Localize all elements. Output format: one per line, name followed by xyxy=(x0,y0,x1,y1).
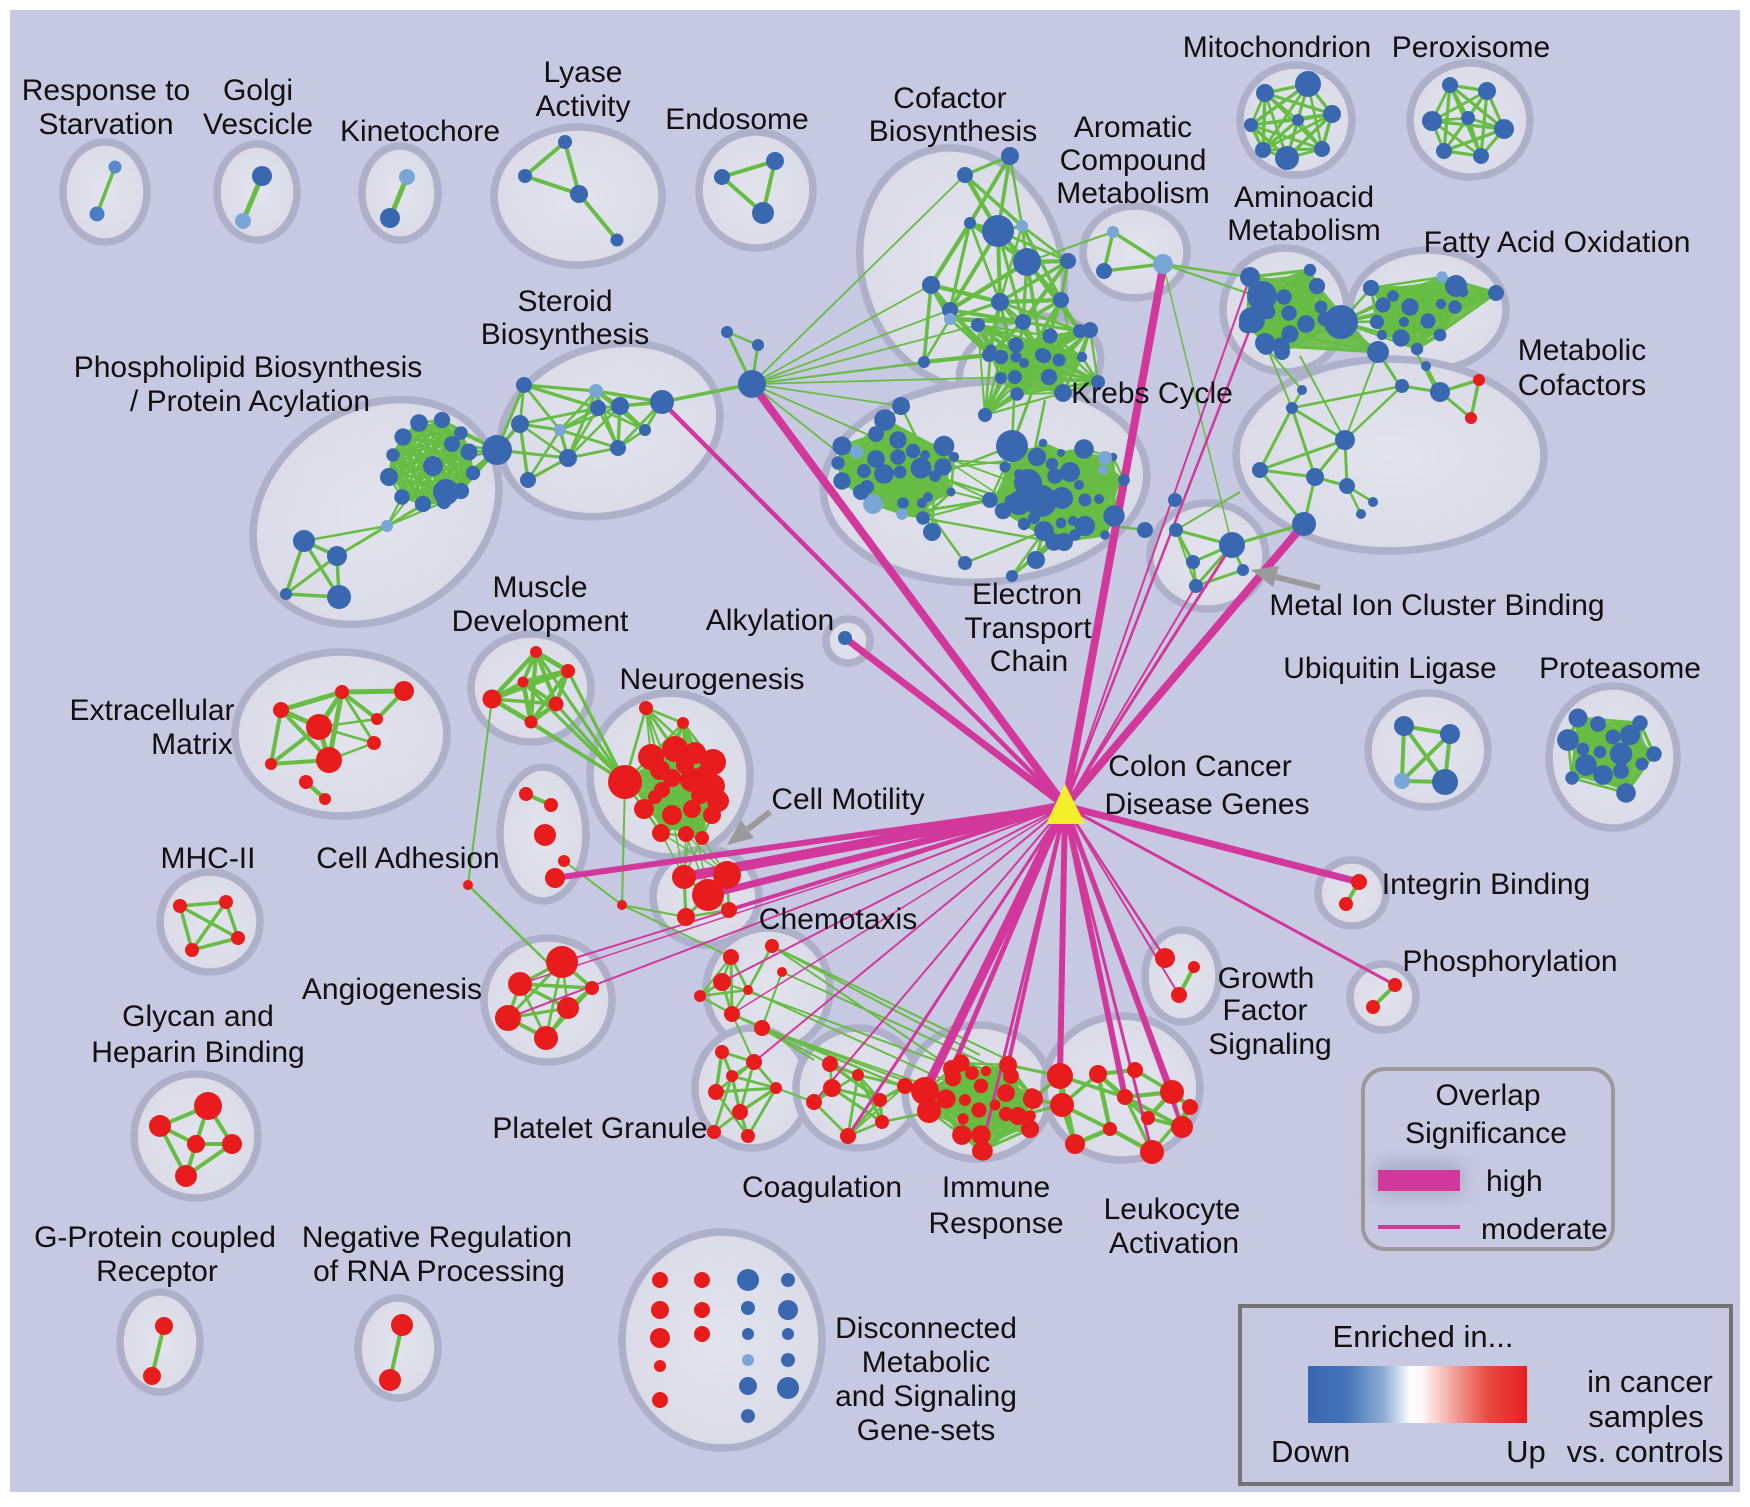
svg-text:Metabolic: Metabolic xyxy=(1518,334,1646,367)
svg-text:Glycan and: Glycan and xyxy=(122,1000,274,1033)
svg-text:Biosynthesis: Biosynthesis xyxy=(481,318,649,351)
svg-text:Development: Development xyxy=(452,605,629,638)
svg-text:Cofactors: Cofactors xyxy=(1518,369,1646,402)
svg-text:Down: Down xyxy=(1271,1434,1350,1469)
svg-text:Peroxisome: Peroxisome xyxy=(1392,31,1550,64)
svg-text:high: high xyxy=(1486,1165,1543,1198)
svg-text:Disconnected: Disconnected xyxy=(835,1312,1017,1345)
svg-text:Response to: Response to xyxy=(22,74,190,107)
svg-text:Leukocyte: Leukocyte xyxy=(1104,1193,1241,1226)
svg-text:in cancer: in cancer xyxy=(1587,1364,1713,1399)
svg-text:Gene-sets: Gene-sets xyxy=(857,1414,995,1447)
svg-text:Phosphorylation: Phosphorylation xyxy=(1402,945,1617,978)
svg-text:Significance: Significance xyxy=(1405,1117,1567,1150)
svg-text:Lyase: Lyase xyxy=(544,56,623,89)
svg-text:Disease Genes: Disease Genes xyxy=(1104,788,1309,821)
svg-text:Compound: Compound xyxy=(1060,144,1207,177)
svg-text:Krebs Cycle: Krebs Cycle xyxy=(1071,377,1233,410)
svg-text:Chemotaxis: Chemotaxis xyxy=(759,903,917,936)
svg-text:Starvation: Starvation xyxy=(38,108,173,141)
svg-text:Ubiquitin Ligase: Ubiquitin Ligase xyxy=(1283,652,1496,685)
svg-text:Aromatic: Aromatic xyxy=(1074,111,1192,144)
svg-text:/ Protein Acylation: / Protein Acylation xyxy=(130,385,370,418)
svg-text:Platelet Granule: Platelet Granule xyxy=(492,1112,707,1145)
svg-text:Receptor: Receptor xyxy=(96,1255,218,1288)
svg-text:and Signaling: and Signaling xyxy=(835,1380,1017,1413)
svg-text:G-Protein coupled: G-Protein coupled xyxy=(34,1221,276,1254)
svg-text:Metabolic: Metabolic xyxy=(862,1346,990,1379)
svg-text:Chain: Chain xyxy=(990,645,1068,678)
svg-text:Neurogenesis: Neurogenesis xyxy=(619,663,804,696)
svg-text:Transport: Transport xyxy=(964,612,1092,645)
svg-text:Biosynthesis: Biosynthesis xyxy=(869,115,1037,148)
svg-text:Mitochondrion: Mitochondrion xyxy=(1183,31,1371,64)
svg-text:Phospholipid Biosynthesis: Phospholipid Biosynthesis xyxy=(74,351,423,384)
svg-text:Overlap: Overlap xyxy=(1435,1079,1540,1112)
svg-text:Factor: Factor xyxy=(1222,994,1307,1027)
svg-text:Metal Ion Cluster Binding: Metal Ion Cluster Binding xyxy=(1269,589,1604,622)
svg-text:Muscle: Muscle xyxy=(492,571,587,604)
svg-text:Metabolism: Metabolism xyxy=(1056,177,1209,210)
svg-text:Extracellular: Extracellular xyxy=(69,694,234,727)
svg-text:Cofactor: Cofactor xyxy=(893,82,1006,115)
svg-text:Immune: Immune xyxy=(942,1171,1050,1204)
svg-text:Activity: Activity xyxy=(535,90,630,123)
svg-text:samples: samples xyxy=(1588,1399,1703,1434)
svg-text:Up: Up xyxy=(1506,1434,1546,1469)
svg-text:Electron: Electron xyxy=(972,578,1082,611)
svg-text:Endosome: Endosome xyxy=(665,103,808,136)
svg-text:Cell Motility: Cell Motility xyxy=(771,783,924,816)
svg-text:Signaling: Signaling xyxy=(1208,1028,1331,1061)
svg-text:Metabolism: Metabolism xyxy=(1227,214,1380,247)
svg-text:Vescicle: Vescicle xyxy=(203,108,313,141)
svg-text:Enriched in...: Enriched in... xyxy=(1333,1319,1514,1354)
svg-text:Golgi: Golgi xyxy=(223,74,293,107)
svg-text:vs. controls: vs. controls xyxy=(1567,1434,1724,1469)
svg-text:of RNA Processing: of RNA Processing xyxy=(313,1255,565,1288)
svg-text:Heparin Binding: Heparin Binding xyxy=(91,1036,304,1069)
svg-text:Matrix: Matrix xyxy=(151,728,233,761)
svg-text:Cell Adhesion: Cell Adhesion xyxy=(316,842,499,875)
svg-text:Integrin Binding: Integrin Binding xyxy=(1382,868,1590,901)
svg-text:Alkylation: Alkylation xyxy=(706,604,834,637)
svg-text:Response: Response xyxy=(928,1207,1063,1240)
svg-text:Activation: Activation xyxy=(1109,1227,1239,1260)
svg-text:Proteasome: Proteasome xyxy=(1539,652,1701,685)
svg-text:Colon Cancer: Colon Cancer xyxy=(1108,750,1291,783)
svg-text:Growth: Growth xyxy=(1218,962,1315,995)
svg-text:Negative Regulation: Negative Regulation xyxy=(302,1221,572,1254)
svg-text:Angiogenesis: Angiogenesis xyxy=(302,973,482,1006)
svg-text:moderate: moderate xyxy=(1481,1213,1608,1246)
svg-text:Steroid: Steroid xyxy=(517,285,612,318)
svg-text:Aminoacid: Aminoacid xyxy=(1234,181,1374,214)
svg-text:Kinetochore: Kinetochore xyxy=(340,115,500,148)
svg-text:MHC-II: MHC-II xyxy=(161,842,256,875)
svg-text:Coagulation: Coagulation xyxy=(742,1171,902,1204)
svg-text:Fatty Acid Oxidation: Fatty Acid Oxidation xyxy=(1424,226,1691,259)
